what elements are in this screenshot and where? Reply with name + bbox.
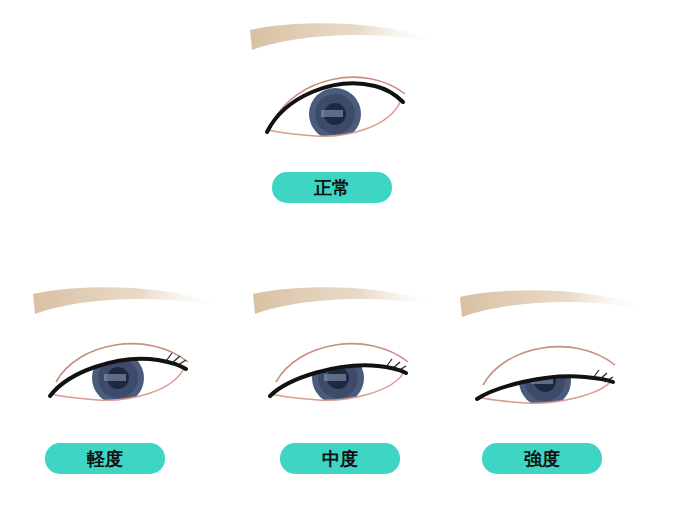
severity-label-pill: 中度	[280, 443, 400, 474]
severity-label: 強度	[524, 450, 560, 468]
severity-label: 軽度	[87, 450, 123, 468]
mild-ptosis-eye	[33, 287, 213, 404]
severity-label: 中度	[322, 450, 358, 468]
moderate-ptosis-eye	[253, 287, 433, 404]
severity-label: 正常	[314, 179, 350, 197]
normal-eye	[250, 23, 430, 140]
severity-label-pill: 正常	[272, 172, 392, 203]
severity-label-pill: 強度	[482, 443, 602, 474]
severe-ptosis-eye	[460, 290, 640, 407]
severity-label-pill: 軽度	[45, 443, 165, 474]
